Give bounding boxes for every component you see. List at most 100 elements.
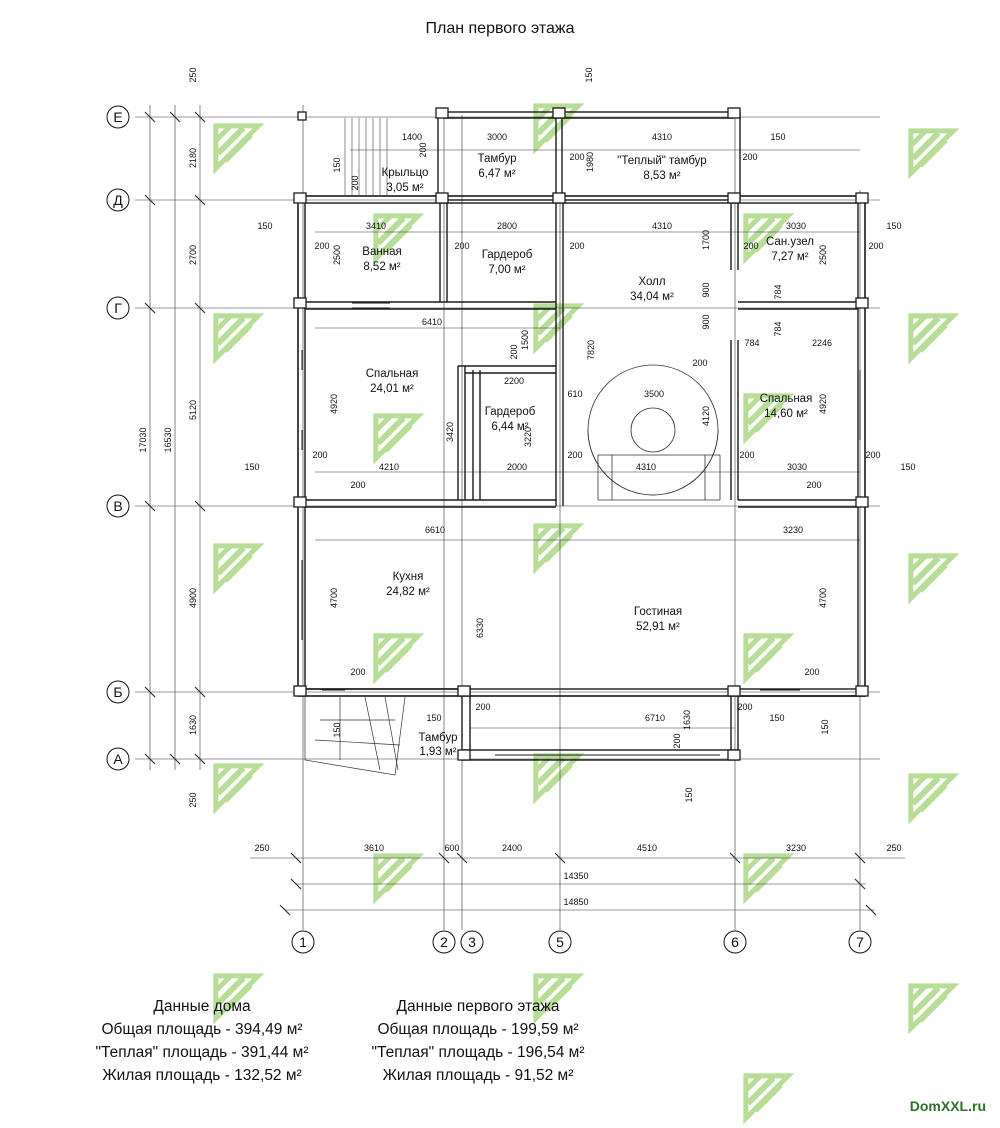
dimension-label: 150 — [332, 722, 342, 737]
dimension-label: 6410 — [422, 317, 442, 327]
dimension-label: 610 — [567, 389, 582, 399]
watermark-logo — [908, 983, 960, 1035]
dimension-label: 2200 — [504, 376, 524, 386]
dimension-label: 1500 — [520, 330, 530, 350]
watermark-logo — [743, 853, 795, 905]
house-warm-area: "Теплая" площадь - 391,44 м² — [95, 1044, 309, 1061]
dimension-label: 250 — [254, 843, 269, 853]
floor-total-area: Общая площадь - 199,59 м² — [377, 1021, 579, 1038]
watermark-logo — [533, 523, 585, 575]
dimension-label: 6330 — [475, 618, 485, 638]
watermark-logo — [743, 1073, 795, 1125]
dimension-label: 16530 — [163, 427, 173, 452]
svg-text:6,47 м²: 6,47 м² — [478, 168, 515, 180]
dimension-label: 200 — [312, 450, 327, 460]
svg-text:3: 3 — [468, 934, 476, 950]
dimension-label: 200 — [350, 667, 365, 677]
floor-data: Данные первого этажа Общая площадь - 199… — [348, 995, 608, 1087]
dimension-label: 14350 — [563, 871, 588, 881]
svg-text:Холл: Холл — [638, 276, 665, 288]
svg-text:52,91 м²: 52,91 м² — [636, 621, 680, 633]
entry-stair — [304, 696, 406, 776]
floor-living-area: Жилая площадь - 91,52 м² — [382, 1067, 574, 1084]
dimension-label: 3610 — [364, 843, 384, 853]
dimension-label: 200 — [742, 152, 757, 162]
svg-text:6: 6 — [731, 934, 739, 950]
watermark-logo — [373, 633, 425, 685]
watermark-logo — [213, 123, 265, 175]
dimension-label: 200 — [804, 667, 819, 677]
axis-row-v: В — [106, 494, 130, 518]
svg-text:5: 5 — [556, 934, 564, 950]
dimension-label: 3230 — [786, 843, 806, 853]
dimension-label: 250 — [188, 67, 198, 82]
svg-text:Тамбур: Тамбур — [477, 153, 516, 165]
dimension-label: 200 — [868, 241, 883, 251]
dimension-label: 200 — [569, 241, 584, 251]
dimension-label: 3030 — [787, 462, 807, 472]
watermark-logo — [533, 973, 585, 1025]
dimension-label: 200 — [569, 152, 584, 162]
svg-text:24,01 м²: 24,01 м² — [370, 383, 414, 395]
dimension-label: 5120 — [188, 400, 198, 420]
svg-text:Кухня: Кухня — [393, 571, 424, 583]
dimension-label: 250 — [188, 792, 198, 807]
axis-col-2: 2 — [432, 930, 456, 954]
floor-data-heading: Данные первого этажа — [396, 998, 560, 1015]
dimension-label: 200 — [475, 702, 490, 712]
dimension-label: 4920 — [329, 394, 339, 414]
svg-text:Ванная: Ванная — [362, 246, 401, 258]
svg-text:7: 7 — [856, 934, 864, 950]
axis-markers: Е Д Г В Б А 1 2 3 5 6 7 — [106, 105, 872, 954]
dimension-label: 150 — [886, 221, 901, 231]
dimension-label: 150 — [244, 462, 259, 472]
dimension-label: 2500 — [818, 245, 828, 265]
dimension-label: 4700 — [329, 588, 339, 608]
dimension-label: 200 — [350, 480, 365, 490]
dimension-label: 3220 — [523, 427, 533, 447]
svg-text:Д: Д — [113, 192, 123, 208]
dimension-label: 150 — [257, 221, 272, 231]
svg-text:Гардероб: Гардероб — [485, 406, 536, 418]
porch-steps — [344, 118, 388, 196]
grid-lines — [135, 105, 905, 930]
axis-row-b: Б — [106, 680, 130, 704]
dimension-label: 200 — [672, 733, 682, 748]
dimension-label: 3030 — [786, 221, 806, 231]
dimension-label: 4310 — [636, 462, 656, 472]
svg-text:1,93 м²: 1,93 м² — [419, 746, 456, 758]
axis-col-7: 7 — [848, 930, 872, 954]
dimension-label: 4700 — [818, 588, 828, 608]
dimension-label: 200 — [314, 241, 329, 251]
dimension-label: 6710 — [645, 713, 665, 723]
dimension-label: 4510 — [637, 843, 657, 853]
svg-text:6,44 м²: 6,44 м² — [491, 421, 528, 433]
house-total-area: Общая площадь - 394,49 м² — [101, 1021, 303, 1038]
dimension-label: 150 — [820, 719, 830, 734]
dimension-label: 3500 — [644, 389, 664, 399]
watermark-logo — [373, 853, 425, 905]
svg-text:14,60 м²: 14,60 м² — [764, 408, 808, 420]
dimension-label: 200 — [743, 241, 758, 251]
watermark-logo — [743, 213, 795, 265]
dimension-label: 200 — [806, 480, 821, 490]
room-hall: Холл 34,04 м² — [630, 276, 674, 303]
svg-text:8,53 м²: 8,53 м² — [643, 170, 680, 182]
svg-text:34,04 м²: 34,04 м² — [630, 291, 674, 303]
dimension-label: 200 — [567, 450, 582, 460]
dimension-label: 150 — [584, 67, 594, 82]
room-wardrobe-2: Гардероб 6,44 м² — [485, 406, 536, 433]
dimension-label: 2500 — [332, 245, 342, 265]
dimension-label: 4920 — [818, 394, 828, 414]
svg-text:Сан.узел: Сан.узел — [766, 236, 814, 248]
svg-text:Спальная: Спальная — [760, 393, 813, 405]
svg-text:7,00 м²: 7,00 м² — [488, 264, 525, 276]
dimension-label: 3420 — [445, 422, 455, 442]
svg-text:В: В — [113, 498, 122, 514]
dimension-label: 2800 — [497, 221, 517, 231]
room-bedroom-2: Спальная 14,60 м² — [760, 393, 813, 420]
